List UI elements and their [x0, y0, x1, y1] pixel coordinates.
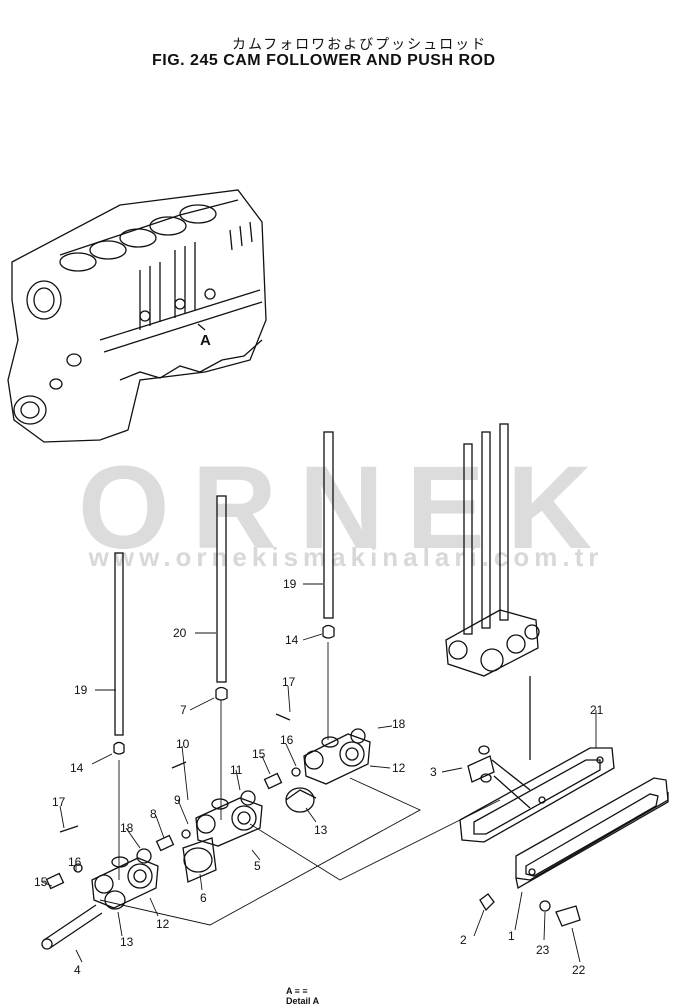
label-19-right: 19	[283, 577, 297, 591]
detail-note: A ≡ ≡ Detail A	[286, 986, 319, 1006]
label-21: 21	[590, 703, 604, 717]
label-4: 4	[74, 963, 81, 977]
part-labels: 19 20 19 14 7 17 18 14 10 16 12 15 11 17…	[34, 332, 604, 977]
detail-note-line2: Detail A	[286, 996, 320, 1006]
label-15-left: 15	[34, 875, 48, 889]
label-10: 10	[176, 737, 190, 751]
label-5: 5	[254, 859, 261, 873]
label-22: 22	[572, 963, 586, 977]
label-23: 23	[536, 943, 550, 957]
cam-follower-right	[275, 713, 371, 813]
label-2: 2	[460, 933, 467, 947]
label-7: 7	[180, 703, 187, 717]
label-18-right: 18	[392, 717, 406, 731]
label-13-left: 13	[120, 935, 134, 949]
callout-a: A	[200, 332, 211, 349]
label-18-left: 18	[120, 821, 134, 835]
push-rod-left	[113, 552, 125, 755]
label-6: 6	[200, 891, 207, 905]
watermark-url: www.ornekismakinalari.com.tr	[88, 542, 604, 572]
engine-block	[7, 189, 267, 443]
label-19-left: 19	[74, 683, 88, 697]
push-rod-right	[322, 431, 335, 639]
label-17-left: 17	[52, 795, 66, 809]
push-rod-middle	[215, 495, 228, 701]
assembled-follower-pack	[445, 423, 540, 677]
label-3: 3	[430, 765, 437, 779]
gasket-and-covers	[459, 676, 669, 927]
label-20: 20	[173, 626, 187, 640]
label-12-left: 12	[156, 917, 170, 931]
label-16-right: 16	[280, 733, 294, 747]
cam-follower-left	[41, 825, 159, 950]
detail-note-line1: A ≡ ≡	[286, 986, 308, 996]
label-9: 9	[174, 793, 181, 807]
label-12-right: 12	[392, 761, 406, 775]
watermark-brand: ORNEK	[77, 442, 615, 574]
label-8: 8	[150, 807, 157, 821]
label-1: 1	[508, 929, 515, 943]
label-15-middle: 15	[252, 747, 266, 761]
label-14-right: 14	[285, 633, 299, 647]
figure-title: FIG. 245 CAM FOLLOWER AND PUSH ROD	[152, 52, 496, 69]
title-japanese: カムフォロワおよびプッシュロッド	[232, 36, 488, 52]
label-14-left: 14	[70, 761, 84, 775]
label-13-middle: 13	[314, 823, 328, 837]
cam-follower-middle	[155, 761, 301, 883]
leader-lines	[41, 583, 597, 963]
label-17-right: 17	[282, 675, 296, 689]
label-16-left: 16	[68, 855, 82, 869]
label-11: 11	[230, 763, 243, 777]
